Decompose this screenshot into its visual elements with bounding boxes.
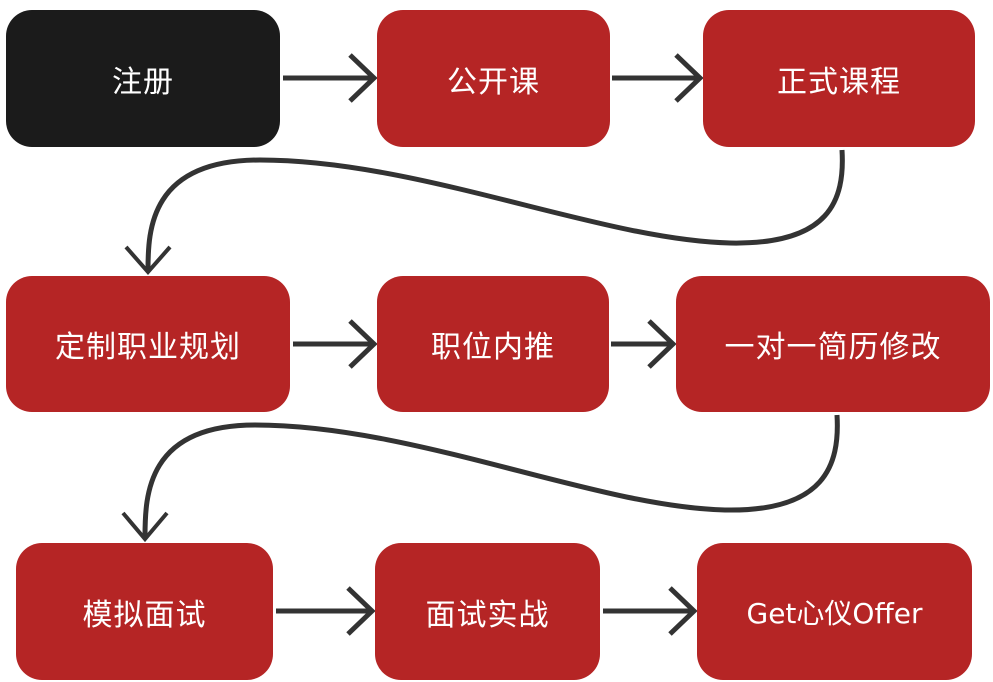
node-register: 注册 (6, 10, 280, 147)
arrow-open-class-to-formal-course (612, 53, 704, 103)
node-career-planning: 定制职业规划 (6, 276, 290, 412)
node-job-referral: 职位内推 (377, 276, 609, 412)
arrow-career-planning-to-job-referral (293, 319, 378, 369)
node-formal-course: 正式课程 (703, 10, 975, 147)
arrow-register-to-open-class (283, 53, 378, 103)
arrow-mock-interview-to-interview-practice (276, 586, 376, 636)
node-label: 一对一简历修改 (724, 330, 942, 365)
arrow-interview-practice-to-get-offer (603, 586, 698, 636)
node-open-class: 公开课 (377, 10, 610, 147)
node-label: 面试实战 (425, 597, 550, 633)
node-interview-practice: 面试实战 (375, 543, 600, 680)
node-label: 模拟面试 (82, 597, 207, 633)
arrow-formal-course-to-career-planning (124, 149, 845, 276)
arrow-job-referral-to-resume-revision (611, 319, 677, 369)
arrow-resume-revision-to-mock-interview (121, 414, 840, 543)
node-label: 正式课程 (777, 64, 901, 100)
node-label: 定制职业规划 (55, 330, 241, 365)
node-label: 注册 (112, 64, 174, 100)
node-resume-revision: 一对一简历修改 (676, 276, 990, 412)
node-label: 职位内推 (431, 330, 555, 365)
node-label: 公开课 (447, 64, 540, 100)
node-mock-interview: 模拟面试 (16, 543, 273, 680)
node-label: Get心仪Offer (746, 596, 923, 630)
node-get-offer: Get心仪Offer (697, 543, 972, 680)
